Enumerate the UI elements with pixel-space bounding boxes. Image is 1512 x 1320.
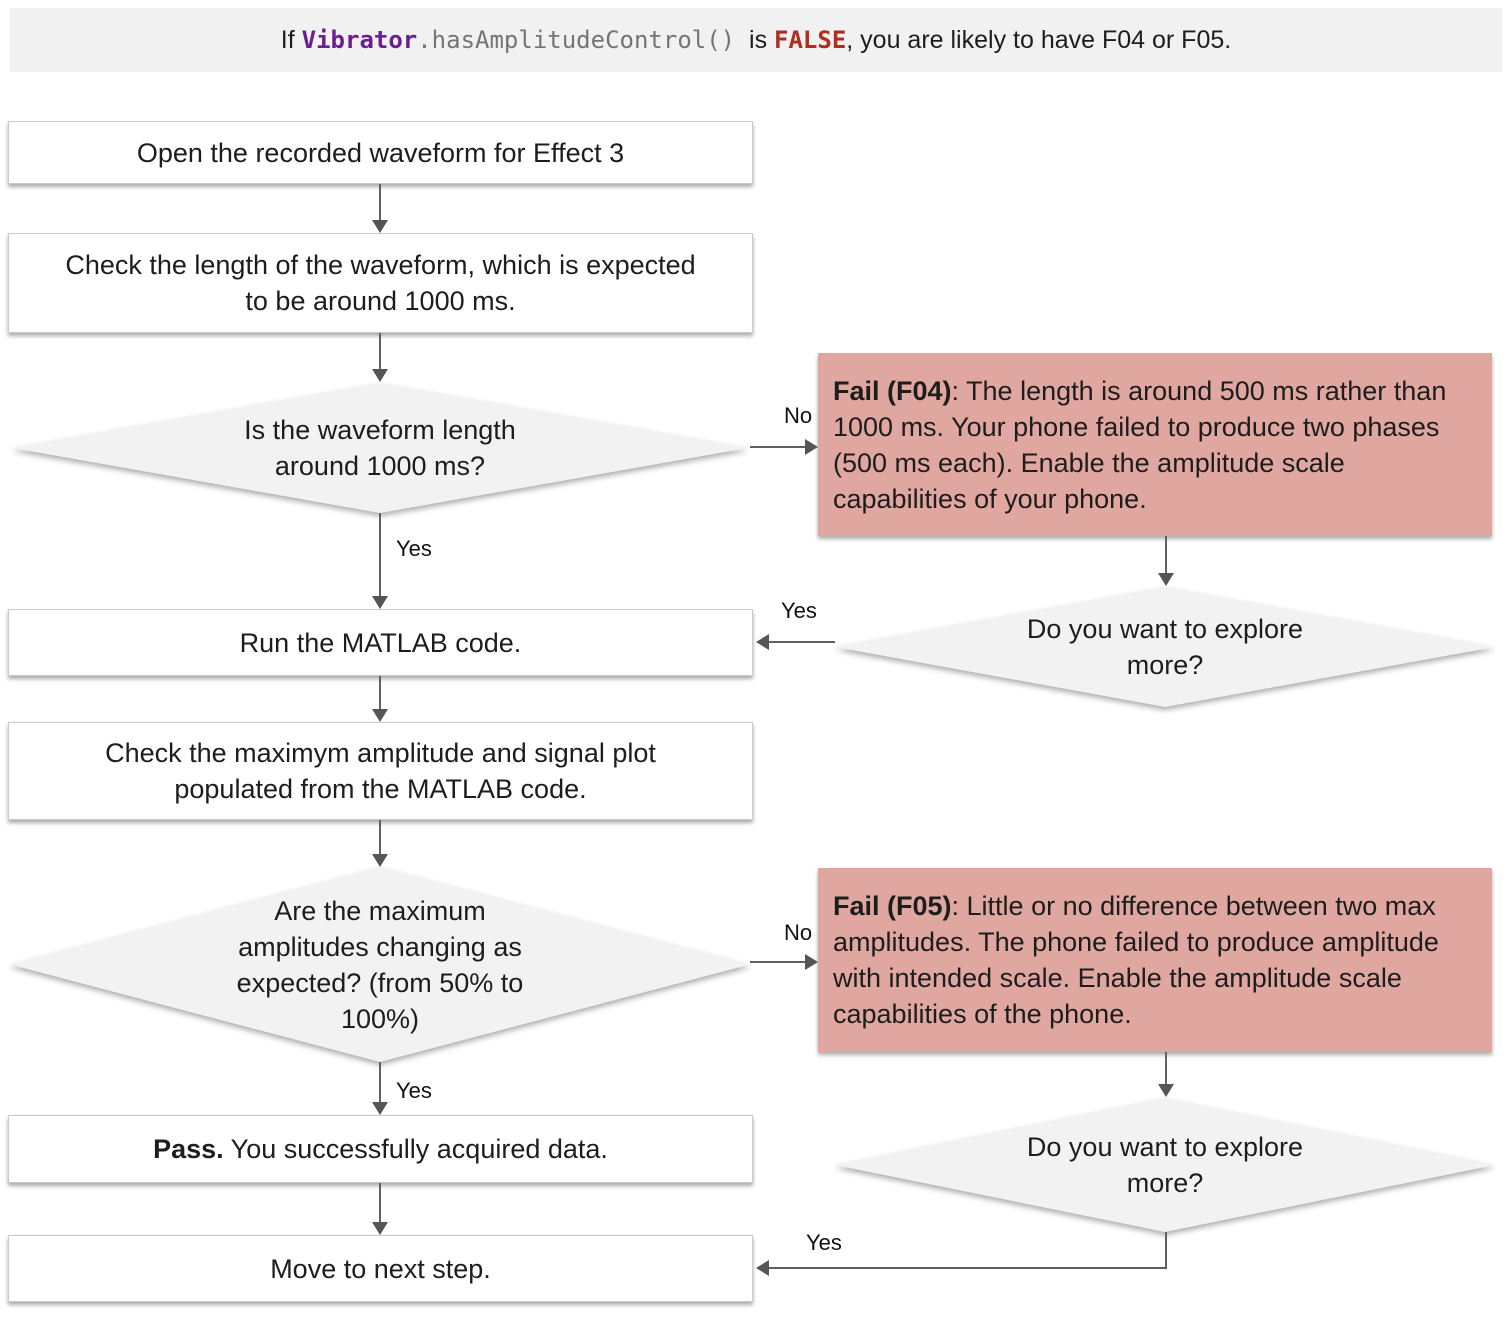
edge-label-amplitude-yes: Yes xyxy=(396,1078,432,1103)
node-check-length: Check the length of the waveform, which … xyxy=(8,233,753,333)
banner-code-method: .hasAmplitudeControl() xyxy=(417,26,736,54)
connector-amplitude-yes-arrowhead xyxy=(372,1102,388,1115)
connector-open-to-checklength-line xyxy=(379,184,381,221)
decision-amplitude: Are the maximum amplitudes changing as e… xyxy=(10,867,750,1062)
banner-prefix: If xyxy=(280,25,302,54)
decision-explore-1: Do you want to explore more? xyxy=(835,587,1495,707)
connector-length-no-line xyxy=(750,446,806,448)
node-move-next: Move to next step. xyxy=(8,1235,753,1302)
node-fail-f04-body: : The length is around 500 ms rather tha… xyxy=(833,375,1447,514)
node-run-matlab-label: Run the MATLAB code. xyxy=(239,627,522,658)
connector-amplitude-no-line xyxy=(750,961,806,963)
node-fail-f04-text: Fail (F04): The length is around 500 ms … xyxy=(833,373,1477,517)
connector-checkamp-to-decision-line xyxy=(379,820,381,855)
edge-label-length-yes: Yes xyxy=(396,536,432,561)
connector-explore1-yes-line xyxy=(768,641,835,643)
connector-length-yes-line xyxy=(379,513,381,597)
edge-label-amplitude-no: No xyxy=(784,920,813,945)
decision-amplitude-label: Are the maximum amplitudes changing as e… xyxy=(236,895,524,1034)
connector-length-yes-arrowhead xyxy=(372,596,388,609)
decision-explore-2-label: Do you want to explore more? xyxy=(1026,1132,1304,1198)
decision-explore-1-label: Do you want to explore more? xyxy=(1026,614,1304,680)
connector-f05-to-explore-arrowhead xyxy=(1158,1084,1174,1097)
banner-code-object: Vibrator xyxy=(301,26,418,54)
node-fail-f05-body: : Little or no difference between two ma… xyxy=(833,891,1439,1029)
decision-length-label: Is the waveform length around 1000 ms? xyxy=(244,415,516,481)
node-fail-f04-title: Fail (F04) xyxy=(833,375,952,406)
decision-explore-1-shape: Do you want to explore more? xyxy=(835,587,1495,707)
connector-run-to-checkamp-arrowhead xyxy=(372,709,388,722)
node-pass-title: Pass. xyxy=(153,1134,224,1164)
decision-explore-2: Do you want to explore more? xyxy=(835,1098,1495,1232)
banner-code-value: FALSE xyxy=(774,26,847,54)
node-open-waveform-label: Open the recorded waveform for Effect 3 xyxy=(136,137,625,168)
node-pass: Pass. You successfully acquired data. xyxy=(8,1115,753,1183)
connector-amplitude-no-arrowhead xyxy=(805,954,818,970)
condition-banner: If Vibrator.hasAmplitudeControl() is FAL… xyxy=(10,8,1502,72)
connector-run-to-checkamp-line xyxy=(379,676,381,710)
connector-length-no-arrowhead xyxy=(805,439,818,455)
decision-amplitude-shape: Are the maximum amplitudes changing as e… xyxy=(10,867,750,1062)
edge-label-length-no: No xyxy=(784,403,813,428)
banner-suffix: , you are likely to have F04 or F05. xyxy=(846,25,1232,54)
connector-checklength-to-decision-line xyxy=(379,333,381,370)
node-open-waveform: Open the recorded waveform for Effect 3 xyxy=(8,121,753,184)
node-check-amplitude-label: Check the maximym amplitude and signal p… xyxy=(105,738,656,804)
edge-label-explore1-yes: Yes xyxy=(781,598,817,623)
connector-explore2-yes-vline xyxy=(1165,1232,1167,1269)
node-fail-f05-text: Fail (F05): Little or no difference betw… xyxy=(833,888,1477,1032)
connector-f04-to-explore-line xyxy=(1165,536,1167,574)
connector-explore2-yes-arrowhead xyxy=(756,1260,769,1276)
decision-length-shape: Is the waveform length around 1000 ms? xyxy=(12,383,748,513)
node-pass-body: You successfully acquired data. xyxy=(223,1134,608,1164)
connector-f04-to-explore-arrowhead xyxy=(1158,573,1174,586)
connector-explore1-yes-arrowhead xyxy=(756,634,769,650)
banner-connector: is xyxy=(735,25,775,54)
node-fail-f05: Fail (F05): Little or no difference betw… xyxy=(818,868,1492,1052)
connector-open-to-checklength-arrowhead xyxy=(372,220,388,233)
connector-f05-to-explore-line xyxy=(1165,1052,1167,1085)
connector-checklength-to-decision-arrowhead xyxy=(372,369,388,382)
node-fail-f05-title: Fail (F05) xyxy=(833,891,952,921)
node-pass-label: Pass. You successfully acquired data. xyxy=(153,1131,608,1167)
connector-pass-to-move-arrowhead xyxy=(372,1222,388,1235)
connector-pass-to-move-line xyxy=(379,1183,381,1223)
decision-explore-2-shape: Do you want to explore more? xyxy=(835,1098,1495,1232)
connector-checkamp-to-decision-arrowhead xyxy=(372,854,388,867)
node-check-amplitude: Check the maximym amplitude and signal p… xyxy=(8,722,753,820)
decision-length: Is the waveform length around 1000 ms? xyxy=(12,383,748,513)
connector-explore2-yes-hline xyxy=(768,1267,1167,1269)
node-fail-f04: Fail (F04): The length is around 500 ms … xyxy=(818,353,1492,536)
edge-label-explore2-yes: Yes xyxy=(806,1230,842,1255)
node-move-next-label: Move to next step. xyxy=(270,1253,491,1284)
node-run-matlab: Run the MATLAB code. xyxy=(8,609,753,676)
node-check-length-label: Check the length of the waveform, which … xyxy=(65,250,696,316)
connector-amplitude-yes-line xyxy=(379,1062,381,1103)
